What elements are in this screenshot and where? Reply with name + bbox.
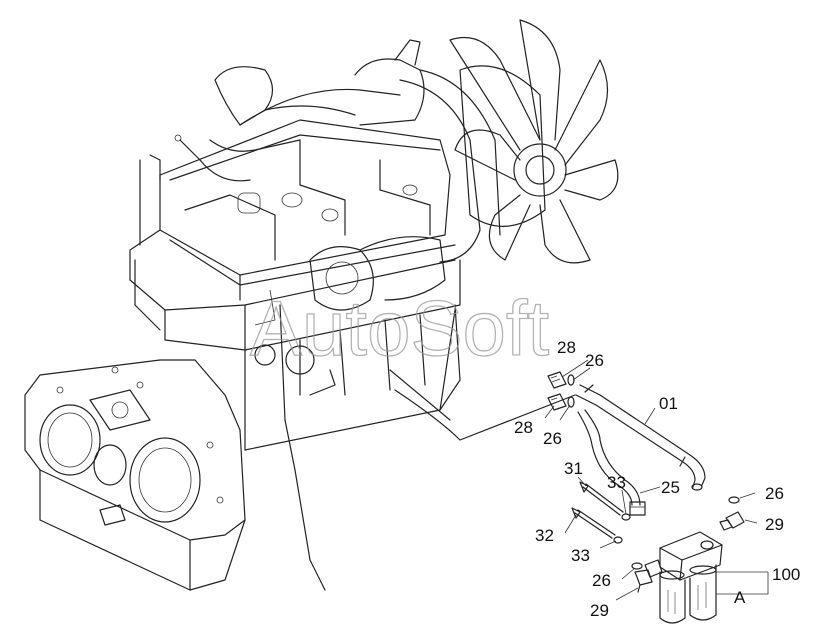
leader-lines <box>544 359 769 601</box>
label-part-33-upper: 33 <box>607 473 626 492</box>
dipstick-tube <box>284 419 326 591</box>
label-part-32: 32 <box>535 526 554 545</box>
label-part-31: 31 <box>564 459 583 478</box>
watermark: AutoSoft <box>250 284 550 372</box>
elbow-29-lower <box>634 569 653 593</box>
cooling-fan <box>449 19 619 264</box>
filter-assembly-100 <box>644 531 723 624</box>
flywheel-housing <box>24 359 246 591</box>
bolt-32 <box>574 509 616 539</box>
adapter-28-lower <box>547 393 567 411</box>
label-part-01: 01 <box>659 394 678 413</box>
elbow-29-upper <box>719 511 745 531</box>
label-part-26-right: 26 <box>765 484 784 503</box>
cylinder-block <box>129 119 461 451</box>
label-part-26-bottom: 26 <box>592 571 611 590</box>
label-part-26-upper: 26 <box>585 351 604 370</box>
oring-26-bottom <box>631 562 643 570</box>
label-part-33-lower: 33 <box>571 546 590 565</box>
label-part-29-lower: 29 <box>590 601 609 620</box>
intake-pipe <box>199 39 501 263</box>
label-part-25: 25 <box>661 478 680 497</box>
oring-26-upper <box>567 374 575 386</box>
oring-26-lower <box>567 396 575 408</box>
hose-25 <box>577 409 646 516</box>
bolt-31 <box>582 483 624 516</box>
remote-filter-plumbing <box>547 371 745 624</box>
pipe-01 <box>575 384 706 491</box>
washer-33-upper <box>621 513 631 521</box>
engine-assembly <box>24 19 619 591</box>
label-part-29-upper: 29 <box>765 515 784 534</box>
label-view-a: A <box>734 588 746 607</box>
label-part-100: 100 <box>772 565 800 584</box>
label-part-28-lower: 28 <box>514 418 533 437</box>
label-part-26-lower: 26 <box>543 429 562 448</box>
oring-26-right <box>728 496 740 504</box>
washer-33-lower <box>613 536 623 544</box>
adapter-28-upper <box>547 371 567 389</box>
label-part-28-upper: 28 <box>557 338 576 357</box>
part-labels: 28 26 28 26 01 31 33 25 26 29 32 33 26 1… <box>514 338 800 620</box>
